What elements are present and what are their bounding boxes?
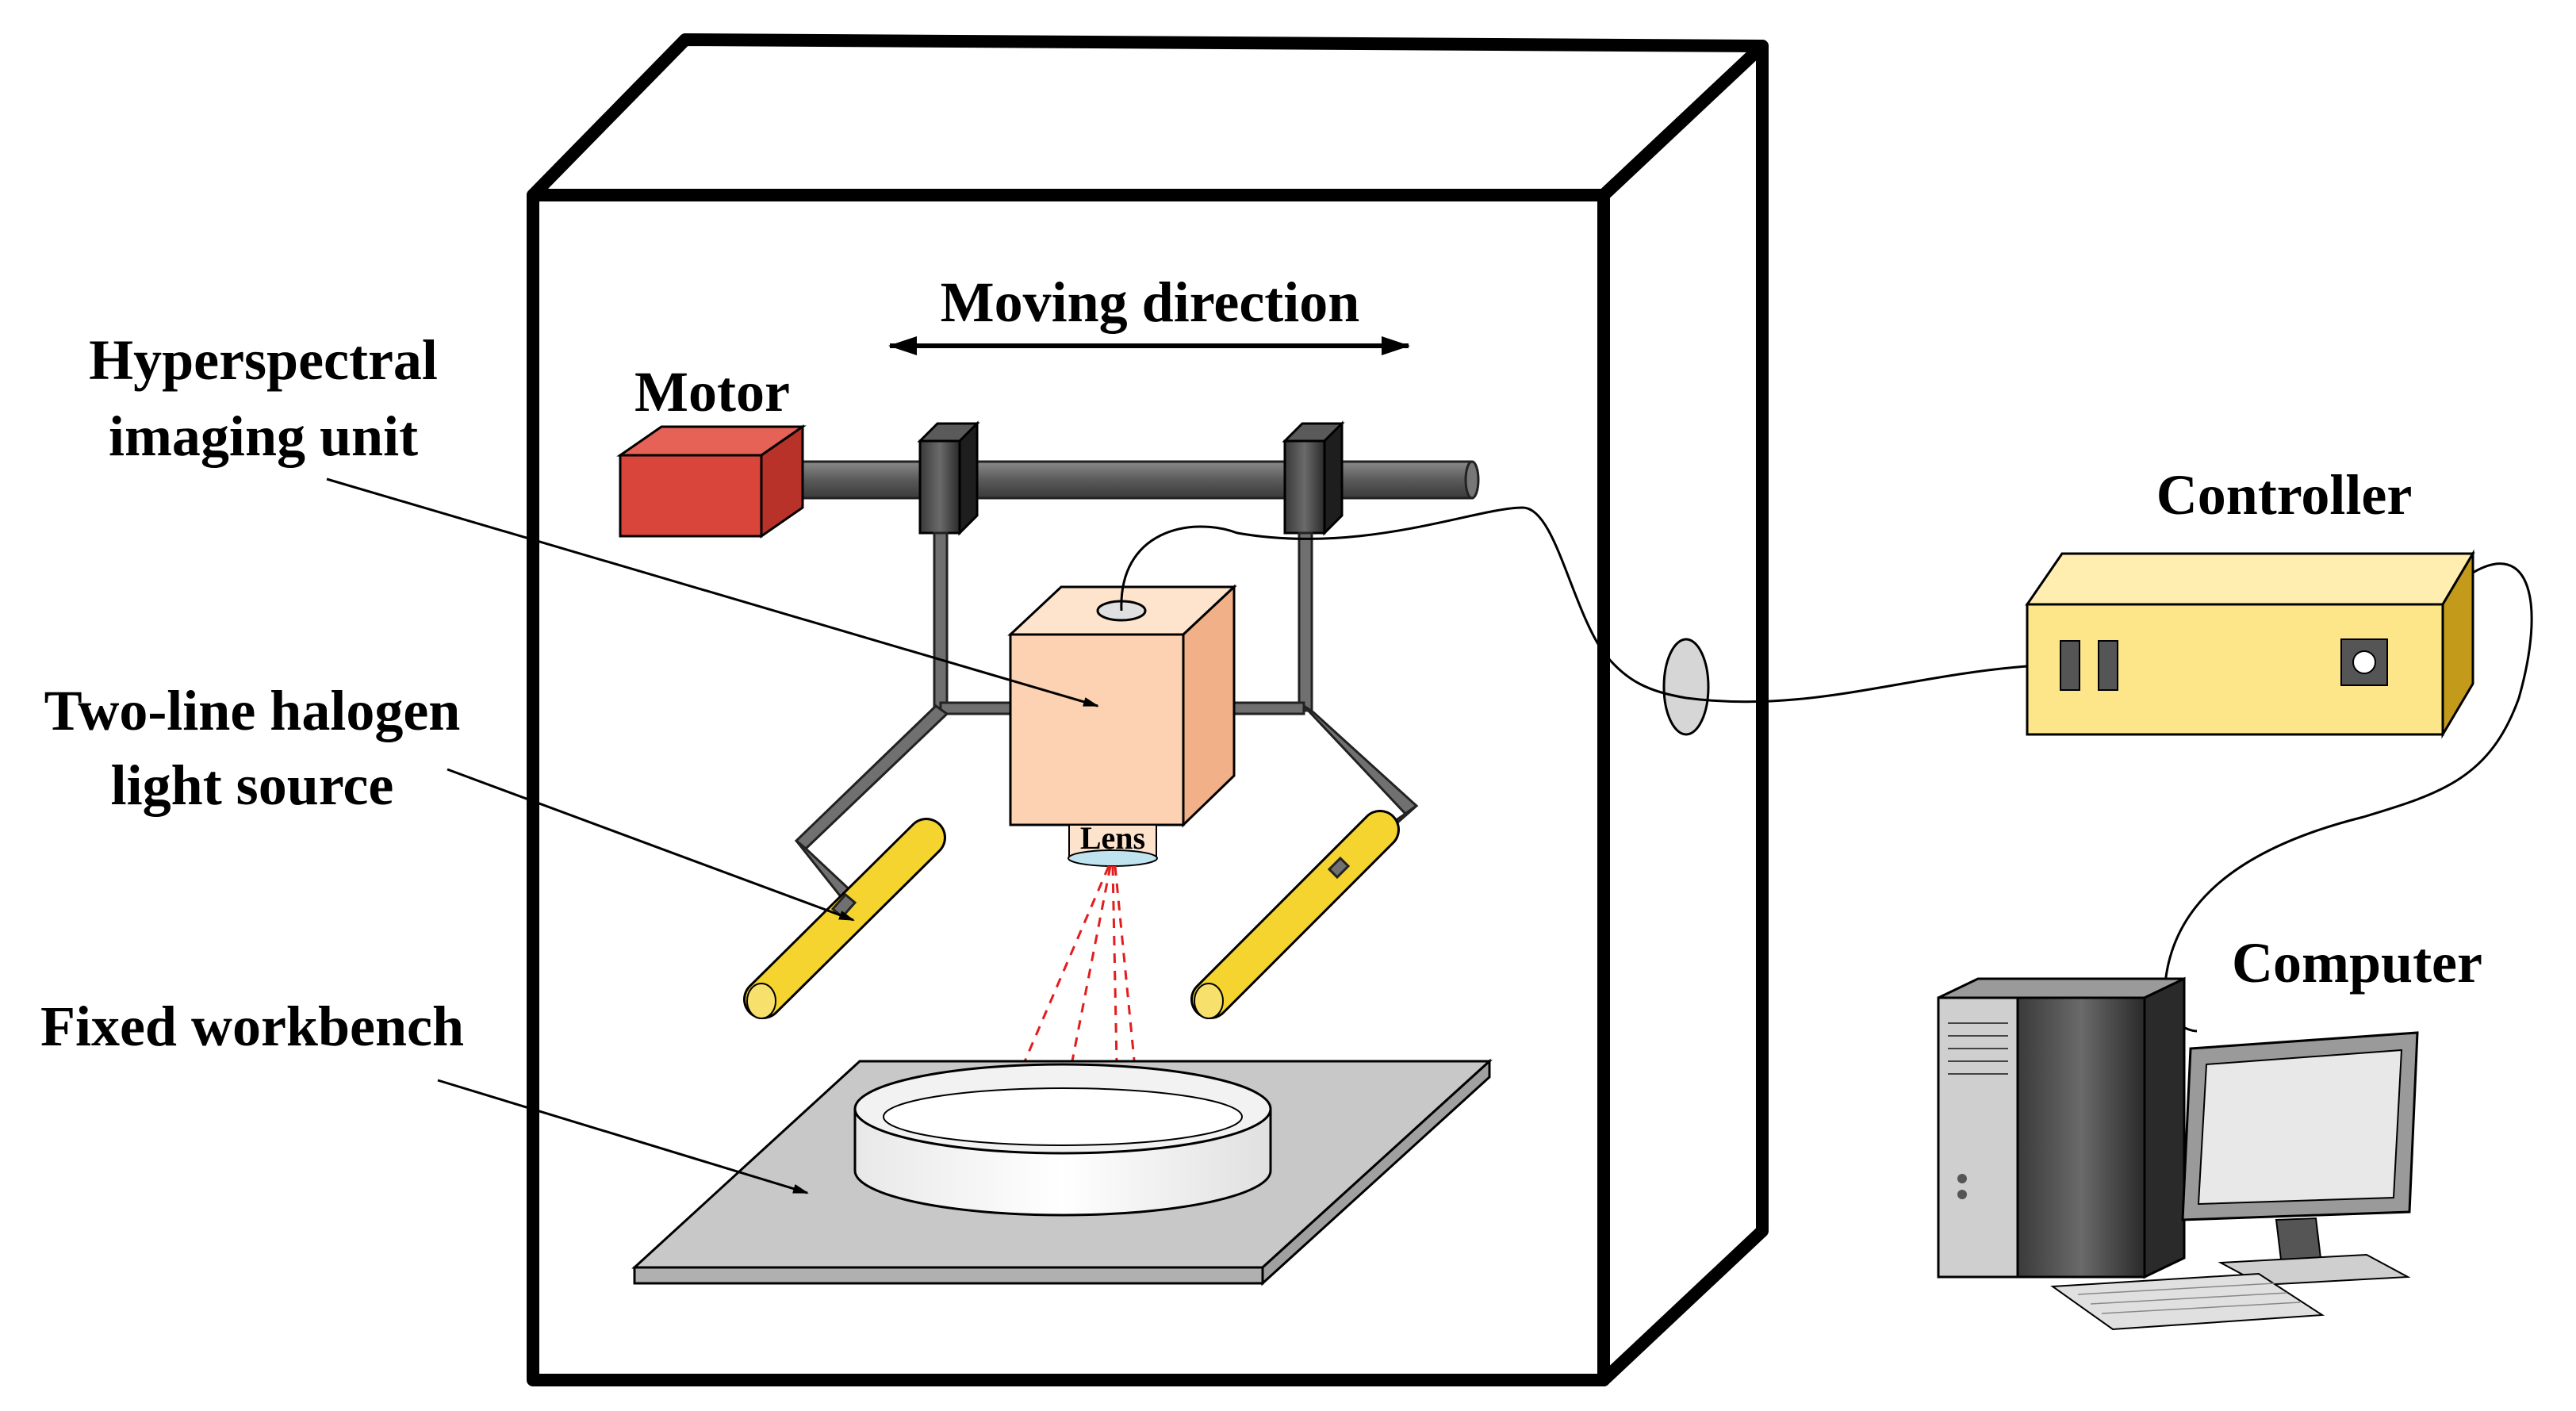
cable-port [1662,638,1710,736]
computer-label: Computer [2232,931,2482,995]
motor-label: Motor [634,360,790,424]
hsi-pointer [326,477,1099,707]
halogen-label-line1: Two-line halogen [44,679,461,742]
rail [776,460,1480,500]
motor-icon [616,424,807,539]
controller-icon [2025,549,2475,739]
computer-icon [1937,976,2419,1331]
camera-icon [1007,584,1237,867]
support-arms [794,531,1419,905]
halogen-label-line2: light source [111,753,394,817]
workbench-label: Fixed workbench [40,995,464,1058]
workbench-pointer [437,1079,809,1194]
halogen-pointer [447,768,855,922]
hsi-label-line1: Hyperspectral [89,328,438,392]
moving-direction-label: Moving direction [941,270,1360,334]
lens-label: Lens [1080,820,1145,856]
lamp-icon-right [1190,810,1400,1019]
hsi-label-line2: imaging unit [109,405,418,468]
slider-right [1282,420,1345,536]
arm-tips [830,856,1351,919]
controller-label: Controller [2156,463,2413,527]
camera-cable [1120,506,2028,704]
slider-left [917,420,980,536]
petri-dish-icon [853,1063,1272,1217]
